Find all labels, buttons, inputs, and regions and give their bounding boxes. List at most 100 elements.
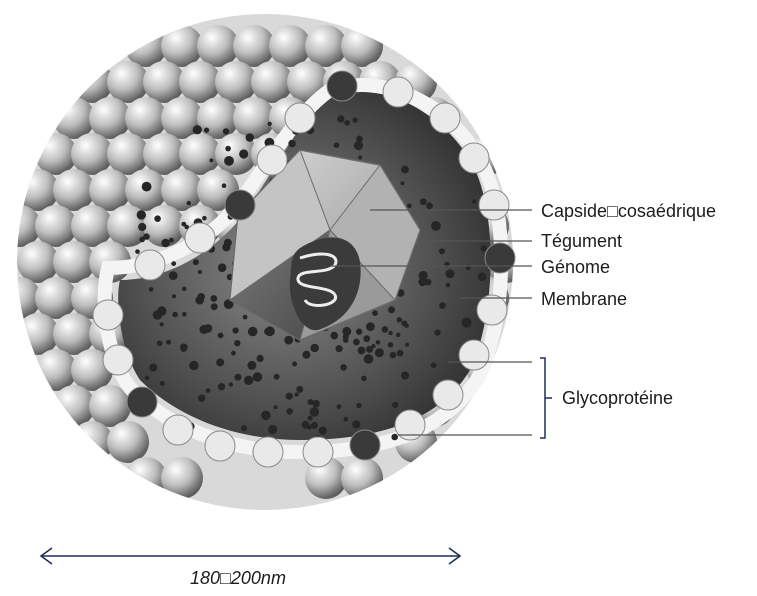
label-membrane: Membrane bbox=[541, 289, 627, 309]
tegument-dot bbox=[288, 140, 296, 148]
tegument-dot bbox=[160, 381, 165, 386]
tegument-dot bbox=[431, 221, 441, 231]
tegument-dot bbox=[462, 318, 472, 328]
surface-particle bbox=[35, 205, 77, 247]
glycoprotein-spike bbox=[433, 380, 463, 410]
tegument-dot bbox=[257, 355, 264, 362]
tegument-dot bbox=[388, 306, 395, 313]
tegument-dot bbox=[361, 376, 367, 382]
tegument-dot bbox=[388, 342, 393, 347]
surface-particle bbox=[179, 133, 221, 175]
surface-particle bbox=[17, 241, 59, 283]
surface-particle bbox=[197, 97, 239, 139]
glycoprotein-spike bbox=[185, 223, 215, 253]
surface-particle bbox=[341, 457, 383, 499]
tegument-dot bbox=[308, 416, 313, 421]
tegument-dot bbox=[157, 306, 166, 315]
tegument-dot bbox=[364, 354, 374, 364]
tegument-dot bbox=[218, 383, 225, 390]
tegument-dot bbox=[223, 128, 229, 134]
surface-particle bbox=[53, 241, 95, 283]
tegument-dot bbox=[401, 166, 409, 174]
surface-particle bbox=[89, 169, 131, 211]
surface-particle bbox=[215, 61, 257, 103]
tegument-dot bbox=[253, 372, 262, 381]
tegument-dot bbox=[296, 386, 303, 393]
label-tegument: Tégument bbox=[541, 231, 622, 251]
tegument-dot bbox=[295, 392, 299, 396]
surface-particle bbox=[0, 205, 41, 247]
tegument-dot bbox=[340, 364, 347, 371]
glycoprotein-spike bbox=[459, 143, 489, 173]
tegument-dot bbox=[193, 259, 199, 265]
surface-particle bbox=[71, 421, 113, 463]
surface-particle bbox=[107, 133, 149, 175]
tegument-dot bbox=[171, 261, 176, 266]
tegument-dot bbox=[231, 351, 236, 356]
tegument-dot bbox=[239, 149, 248, 158]
surface-particle bbox=[269, 25, 311, 67]
tegument-dot bbox=[391, 434, 398, 441]
tegument-dot bbox=[222, 183, 227, 188]
tegument-dot bbox=[358, 156, 362, 160]
tegument-dot bbox=[195, 296, 204, 305]
tegument-dot bbox=[224, 239, 232, 247]
tegument-dot bbox=[405, 343, 409, 347]
tegument-dot bbox=[157, 341, 163, 347]
tegument-dot bbox=[233, 327, 239, 333]
surface-particle bbox=[233, 25, 275, 67]
tegument-dot bbox=[274, 374, 280, 380]
glycoprotein-spike bbox=[93, 300, 123, 330]
tegument-dot bbox=[161, 239, 170, 248]
tegument-dot bbox=[204, 128, 209, 133]
tegument-dot bbox=[375, 348, 384, 357]
tegument-dot bbox=[224, 156, 234, 166]
tegument-dot bbox=[261, 411, 271, 421]
tegument-dot bbox=[137, 210, 146, 219]
surface-particle bbox=[341, 25, 383, 67]
surface-particle bbox=[71, 61, 113, 103]
tegument-dot bbox=[319, 427, 327, 435]
glycoprotein-spike bbox=[485, 243, 515, 273]
tegument-dot bbox=[311, 344, 319, 352]
glycoprotein-spike bbox=[127, 387, 157, 417]
tegument-dot bbox=[244, 376, 253, 385]
surface-particle bbox=[35, 133, 77, 175]
tegument-dot bbox=[446, 283, 451, 288]
tegument-dot bbox=[342, 327, 351, 336]
tegument-dot bbox=[172, 312, 178, 318]
tegument-dot bbox=[248, 327, 258, 337]
tegument-dot bbox=[446, 269, 455, 278]
tegument-dot bbox=[390, 352, 397, 359]
tegument-dot bbox=[337, 115, 344, 122]
tegument-dot bbox=[241, 425, 247, 431]
tegument-dot bbox=[337, 404, 342, 409]
tegument-dot bbox=[210, 295, 217, 302]
tegument-dot bbox=[310, 407, 319, 416]
tegument-dot bbox=[439, 302, 446, 309]
glycoprotein-spike bbox=[135, 250, 165, 280]
tegument-dot bbox=[181, 222, 186, 227]
tegument-dot bbox=[172, 294, 176, 298]
tegument-dot bbox=[435, 330, 441, 336]
surface-particle bbox=[143, 61, 185, 103]
surface-particle bbox=[197, 25, 239, 67]
tegument-dot bbox=[268, 122, 272, 126]
glycoprotein-spike bbox=[430, 103, 460, 133]
tegument-dot bbox=[397, 317, 402, 322]
label-genome: Génome bbox=[541, 257, 610, 277]
tegument-dot bbox=[225, 146, 231, 152]
surface-particle bbox=[125, 457, 167, 499]
tegument-dot bbox=[264, 328, 271, 335]
tegument-dot bbox=[356, 403, 361, 408]
tegument-dot bbox=[149, 287, 154, 292]
tegument-dot bbox=[284, 336, 293, 345]
glycoprotein-spike bbox=[350, 430, 380, 460]
tegument-dot bbox=[353, 339, 360, 346]
tegument-dot bbox=[439, 248, 445, 254]
tegument-dot bbox=[366, 346, 373, 353]
label-capside: Capside□cosaédrique bbox=[541, 201, 716, 221]
surface-particle bbox=[107, 421, 149, 463]
tegument-dot bbox=[397, 350, 404, 357]
tegument-dot bbox=[274, 405, 278, 409]
